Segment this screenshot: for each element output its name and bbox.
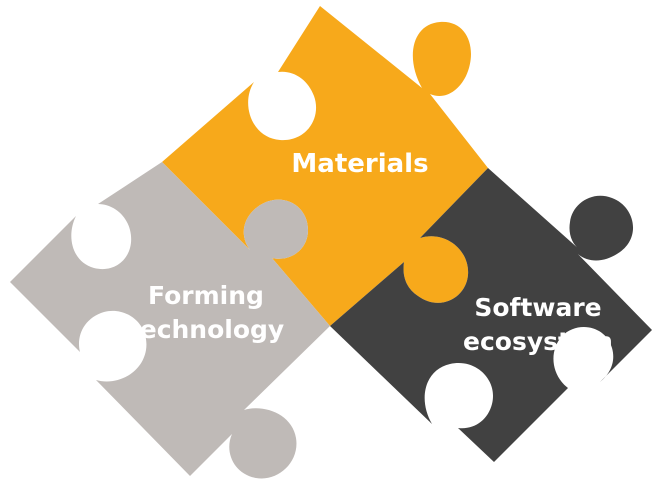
materials-piece-shape: [162, 6, 488, 326]
forming-technology-piece-shape: [10, 162, 330, 479]
software-ecosystem-piece: Software ecosystem: [330, 168, 652, 462]
forming-technology-label-line-1: Forming: [148, 281, 264, 310]
software-ecosystem-label-line-1: Software: [474, 293, 601, 322]
forming-technology-piece: Forming technology: [10, 162, 330, 479]
software-ecosystem-label-line-2: ecosystem: [463, 327, 613, 356]
forming-technology-label-line-2: technology: [128, 315, 284, 344]
materials-piece: Materials: [162, 6, 488, 326]
materials-label: Materials: [291, 149, 428, 179]
software-ecosystem-piece-shape: [330, 168, 652, 462]
